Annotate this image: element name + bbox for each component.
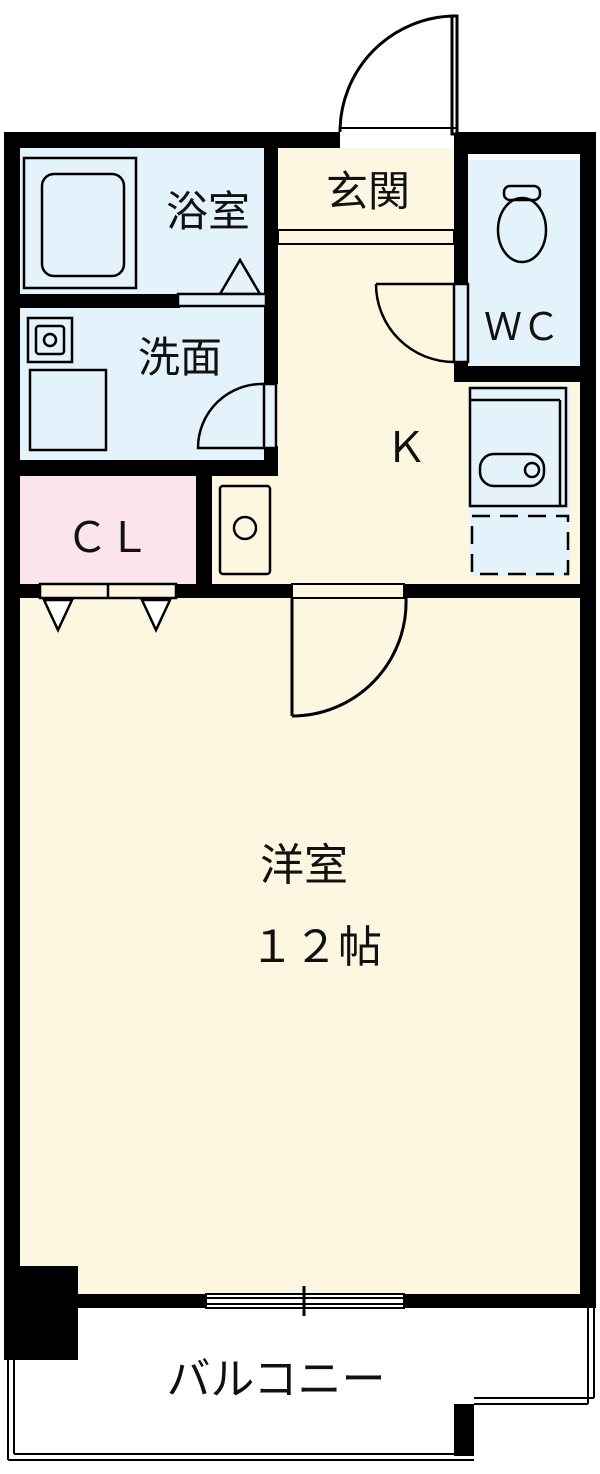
stove bbox=[218, 484, 272, 576]
wall-wash-right-top bbox=[264, 300, 278, 384]
kitchen-sink bbox=[478, 452, 546, 488]
kitchen-lower-area bbox=[212, 476, 282, 584]
wash-basin-box bbox=[26, 316, 74, 364]
wall-bath-bottom bbox=[4, 294, 180, 308]
washroom-label: 洗面 bbox=[138, 333, 222, 382]
closet-door-right-marker bbox=[140, 598, 172, 633]
balcony-outline bbox=[7, 1308, 595, 1461]
balcony-window bbox=[205, 1286, 405, 1316]
wash-fixtures bbox=[26, 316, 278, 452]
washroom-area bbox=[18, 306, 270, 462]
wash-door-leaf bbox=[262, 382, 278, 450]
western-room-door bbox=[290, 583, 408, 718]
room-labels: 浴室 玄関 ＷＣ 洗面 Ｋ ＣＬ 洋室 １２帖 バルコニー bbox=[66, 167, 560, 1405]
bath-label: 浴室 bbox=[166, 187, 250, 236]
stove-burner bbox=[232, 515, 258, 541]
kitchen-label: Ｋ bbox=[385, 423, 427, 472]
bathtub bbox=[22, 156, 138, 290]
western-door-frame bbox=[291, 583, 405, 599]
wash-basin-drain bbox=[42, 332, 58, 348]
entrance-label: 玄関 bbox=[326, 167, 410, 216]
wall-partition-right bbox=[404, 584, 596, 598]
toilet-bowl bbox=[496, 196, 548, 264]
wall-bottom-right bbox=[404, 1294, 596, 1308]
entrance-door bbox=[277, 14, 459, 245]
washing-machine bbox=[28, 368, 108, 452]
entrance-area bbox=[278, 148, 454, 240]
room-fills bbox=[18, 148, 580, 1456]
wall-left bbox=[4, 132, 20, 1308]
closet-label: ＣＬ bbox=[66, 513, 150, 562]
wall-partition-mid bbox=[176, 584, 292, 598]
column-bottom-left bbox=[4, 1266, 78, 1360]
entrance-step bbox=[277, 229, 455, 245]
wall-closet-right bbox=[196, 476, 212, 598]
kitchen-fixtures bbox=[218, 386, 570, 576]
western-door-swing bbox=[291, 597, 408, 718]
wall-wc-top-inner bbox=[468, 148, 580, 154]
wall-top-left bbox=[4, 132, 340, 148]
fridge-space bbox=[470, 514, 570, 576]
western-room-size-label: １２帖 bbox=[250, 922, 382, 973]
wc-door-leaf bbox=[452, 282, 470, 364]
balcony-area bbox=[18, 1306, 580, 1456]
wc-label: ＷＣ bbox=[484, 305, 560, 349]
kitchen-sink-drain bbox=[523, 461, 541, 479]
wall-bath-right bbox=[264, 132, 278, 302]
wall-right bbox=[580, 132, 596, 1308]
walls bbox=[4, 132, 596, 1456]
wall-top-right bbox=[454, 132, 596, 148]
closet-door-left-marker bbox=[42, 598, 74, 633]
wash-basin bbox=[34, 324, 66, 356]
wall-partition-left bbox=[4, 584, 40, 598]
kitchen-counter-area bbox=[470, 386, 570, 576]
toilet-tank bbox=[502, 184, 542, 202]
wall-wc-left-top bbox=[454, 132, 468, 284]
entrance-door-swing bbox=[338, 14, 455, 133]
balcony-label: バルコニー bbox=[166, 1354, 385, 1405]
entrance-door-leaf bbox=[450, 14, 459, 136]
closet-area bbox=[18, 476, 196, 584]
wall-wash-bottom bbox=[4, 460, 278, 476]
bath-fixtures bbox=[22, 156, 268, 308]
western-room-label: 洋室 bbox=[260, 840, 348, 891]
wc-door-swing bbox=[374, 283, 455, 364]
western-room-area bbox=[18, 598, 580, 1294]
bathtub-inner bbox=[40, 172, 126, 278]
wc-fixtures bbox=[374, 184, 548, 364]
wash-door-swing bbox=[196, 382, 265, 450]
wall-wc-bottom bbox=[454, 366, 596, 382]
bath-area bbox=[18, 148, 266, 294]
bath-door bbox=[176, 292, 268, 308]
balcony-corner-block bbox=[454, 1404, 474, 1456]
kitchen-counter bbox=[468, 386, 568, 508]
closet-doors bbox=[38, 582, 178, 633]
